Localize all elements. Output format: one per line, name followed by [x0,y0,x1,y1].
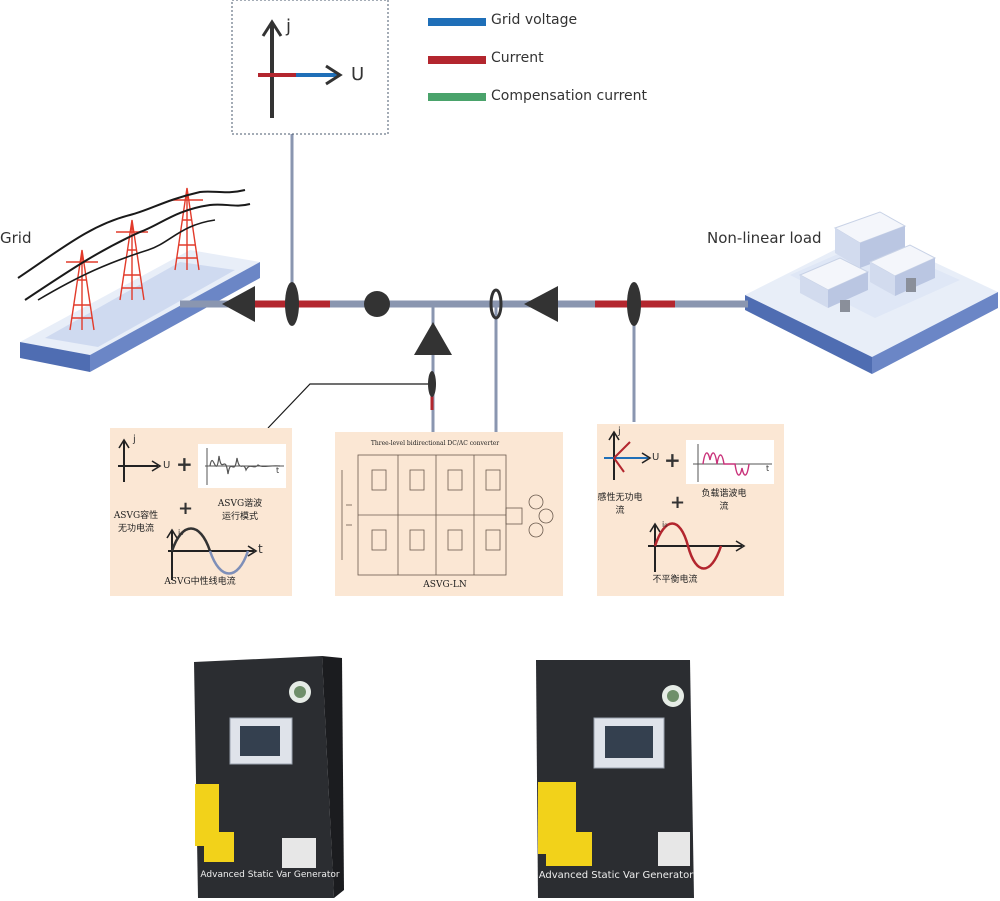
mid-panel-caption: ASVG-LN [423,580,467,590]
grid-illustration [17,187,260,372]
right-panel-u: U [652,452,660,463]
panel-left-phasor [118,438,162,482]
panel-left-curve [166,527,258,580]
panel-mid [335,432,563,596]
leader-line [267,383,428,429]
branch-lines [290,134,636,432]
right-panel-plus: + [664,448,681,472]
phasor-top-u-label: U [351,64,365,85]
current-sensor-1 [285,282,299,326]
legend-label-compensation: Compensation current [491,88,647,104]
left-caption-a: ASVG容性无功电流 [113,511,159,534]
left-caption-c: ASVG中性线电流 [164,577,236,587]
mid-panel-title: Three-level bidirectional DC/AC converte… [370,440,500,447]
harmonic-wave-left [209,455,281,475]
current-sensor-3 [489,288,503,320]
converter-schematic [341,454,554,576]
left-panel-plus: + [176,452,193,476]
device-right [536,660,694,898]
right-curve-i: i₀ [662,520,668,529]
right-caption-c: 不平衡电流 [652,575,698,585]
harmonic-wave-right [702,452,750,476]
current-sensor-4 [428,371,436,397]
bus-node [364,291,390,317]
panel-right-curve [648,522,746,572]
panel-right-phasor [604,430,652,480]
legend-swatch-current [428,56,486,64]
load-label: Non-linear load [707,229,822,247]
legend-swatch-compensation [428,93,486,101]
left-caption-b: ASVG谐波运行模式 [217,499,263,522]
device-left-label: Advanced Static Var Generator [200,870,340,880]
grid-label: Grid [0,229,32,247]
arrow-left-2 [524,286,558,322]
right-panel-j: j [618,426,621,437]
phasor-top [258,19,343,118]
left-curve-t: t [258,542,263,556]
right-panel-plus-2: + [670,492,686,513]
arrow-left-1 [222,286,255,322]
right-caption-a: 感性无功电流 [597,493,643,516]
phasor-top-j-label: j [286,16,292,37]
device-left [194,656,344,898]
arrow-up [414,322,452,355]
left-panel-wave-t: t [276,466,280,475]
left-panel-j: j [133,434,136,445]
device-right-label: Advanced Static Var Generator [538,870,694,881]
left-panel-u: U [163,460,171,471]
current-sensor-2 [627,282,641,326]
left-panel-plus-2: + [178,498,194,519]
legend-swatch-voltage [428,18,486,26]
load-illustration [745,211,998,374]
right-caption-b: 负载谐波电流 [701,489,747,512]
left-curve-i: i₀ [178,528,184,537]
right-panel-wave-t: t [766,464,770,473]
legend-label-voltage: Grid voltage [491,12,578,28]
legend-label-current: Current [491,50,544,66]
